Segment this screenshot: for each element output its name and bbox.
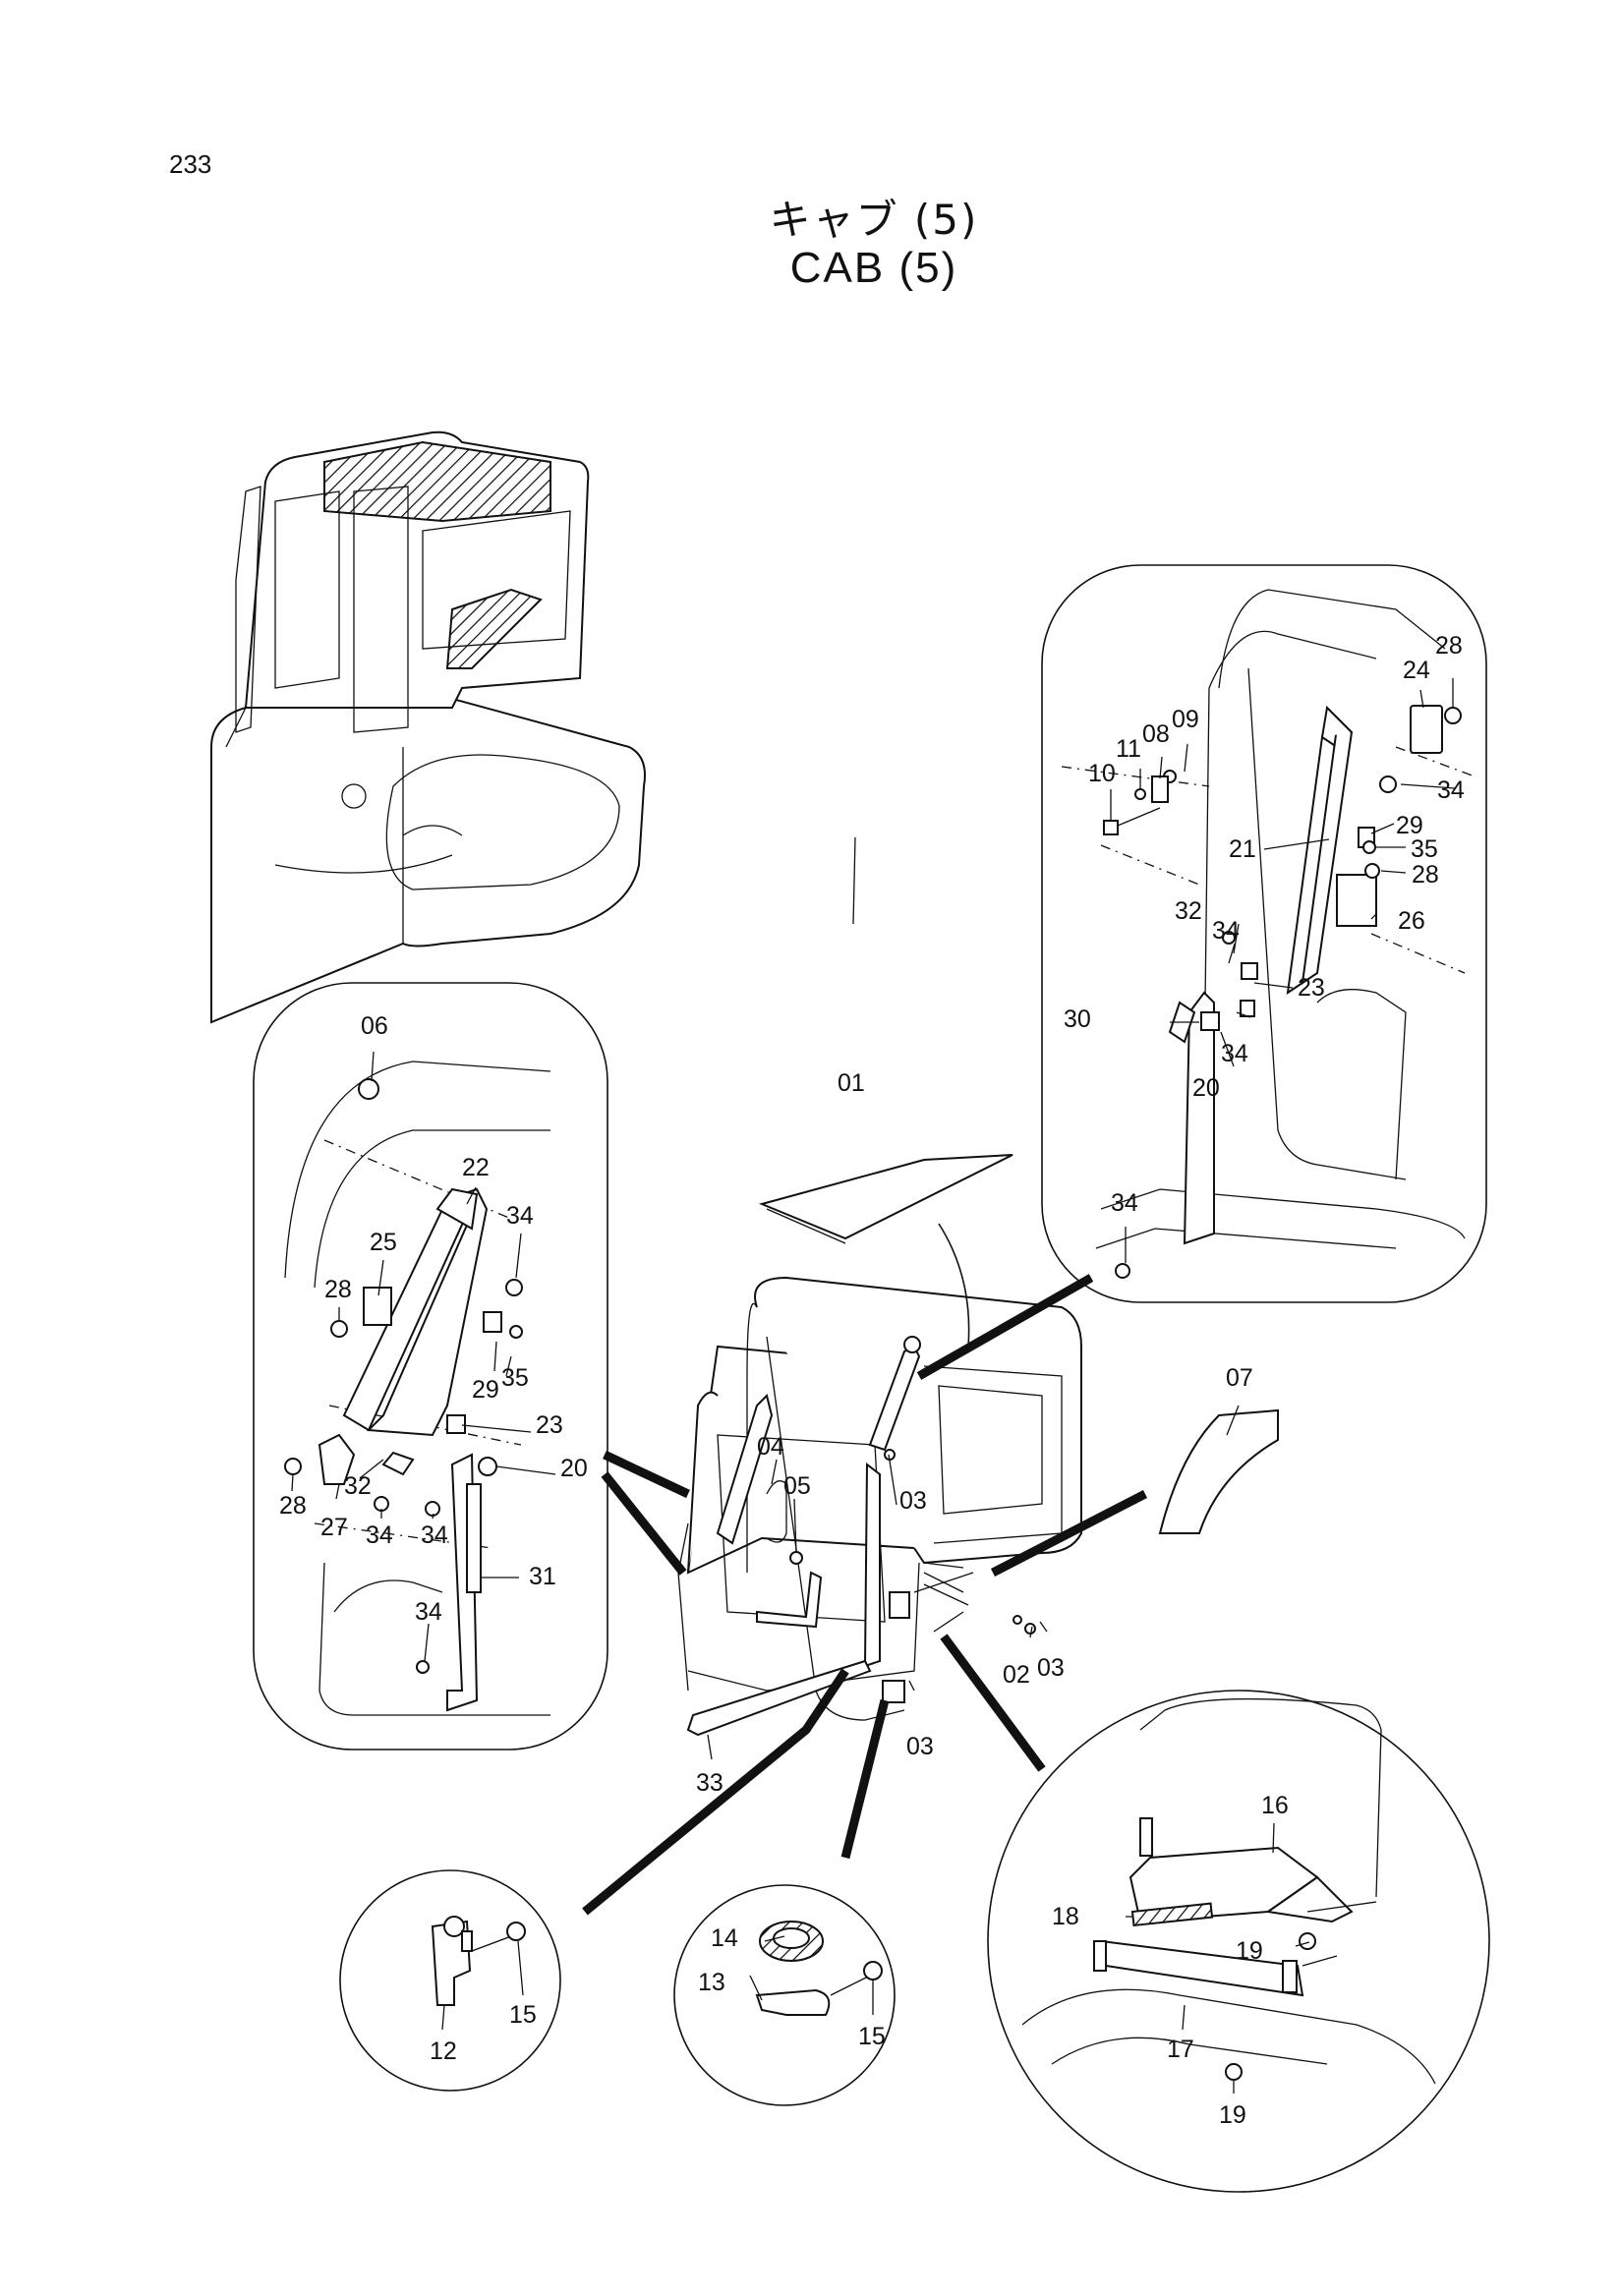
callout-34c: 34 xyxy=(421,1521,448,1549)
title-english: CAB (5) xyxy=(789,244,958,292)
callout-34c: 34 xyxy=(1221,1040,1248,1067)
detail-bottom-middle xyxy=(673,1884,896,2106)
main-cab-assembly xyxy=(677,1276,1082,1737)
callout-34d: 34 xyxy=(415,1598,442,1626)
overview-cab-illustration xyxy=(210,430,646,1024)
callout-16: 16 xyxy=(1261,1792,1289,1819)
callout-34b: 34 xyxy=(366,1521,393,1549)
callout-03b: 03 xyxy=(1037,1654,1065,1682)
callouts-bottom: 15 12 14 13 15 16 18 19 17 19 xyxy=(430,1792,1289,2129)
callouts-upper-right: 28 24 09 08 11 10 34 29 35 21 28 26 32 3… xyxy=(1064,632,1465,1217)
callout-25: 25 xyxy=(370,1229,397,1256)
page-number: 233 xyxy=(169,149,212,179)
callout-31: 31 xyxy=(529,1563,556,1590)
callout-29: 29 xyxy=(1396,812,1423,839)
callout-06: 06 xyxy=(361,1012,388,1040)
callout-29: 29 xyxy=(472,1376,499,1404)
detail-bottom-right xyxy=(987,1690,1490,2193)
callout-02: 02 xyxy=(1003,1661,1030,1689)
callout-17: 17 xyxy=(1167,2036,1194,2063)
callout-05: 05 xyxy=(783,1472,811,1500)
callout-34: 34 xyxy=(1437,776,1465,804)
callout-10: 10 xyxy=(1088,760,1116,787)
callout-13: 13 xyxy=(698,1969,725,1996)
callout-19b: 19 xyxy=(1219,2101,1246,2129)
callout-07: 07 xyxy=(1226,1364,1253,1392)
callout-20: 20 xyxy=(560,1455,588,1482)
callouts-main: 01 07 04 05 03 02 03 03 33 xyxy=(696,1069,1253,1797)
callout-14: 14 xyxy=(711,1924,738,1952)
callout-18: 18 xyxy=(1052,1903,1079,1930)
detail-upper-right xyxy=(1041,564,1487,1303)
callout-01: 01 xyxy=(838,1069,865,1097)
callout-35: 35 xyxy=(501,1364,529,1392)
callouts-left: 06 22 34 25 28 29 35 23 20 28 32 27 34 3… xyxy=(279,1012,588,1626)
callout-23: 23 xyxy=(1298,974,1325,1002)
callout-03: 03 xyxy=(899,1487,927,1515)
part-01-plate xyxy=(758,1154,1013,1240)
callout-33: 33 xyxy=(696,1769,723,1797)
callout-22: 22 xyxy=(462,1154,490,1181)
callout-15: 15 xyxy=(509,2001,537,2029)
callout-34b: 34 xyxy=(1212,917,1240,945)
callout-21: 21 xyxy=(1229,835,1256,863)
callout-23: 23 xyxy=(536,1411,563,1439)
callout-19: 19 xyxy=(1236,1937,1263,1965)
callout-15b: 15 xyxy=(858,2023,886,2050)
detail-bottom-left xyxy=(339,1869,561,2092)
callout-32: 32 xyxy=(344,1472,372,1500)
callout-28: 28 xyxy=(324,1276,352,1303)
callout-28: 28 xyxy=(1435,632,1463,660)
callout-32: 32 xyxy=(1175,897,1202,925)
callout-09: 09 xyxy=(1172,706,1199,733)
callout-28b: 28 xyxy=(279,1492,307,1520)
callout-03c: 03 xyxy=(906,1733,934,1760)
detail-left xyxy=(253,982,608,1751)
callout-34d: 34 xyxy=(1111,1189,1138,1217)
callout-26: 26 xyxy=(1398,907,1425,935)
callout-20: 20 xyxy=(1192,1074,1220,1102)
callout-12: 12 xyxy=(430,2038,457,2065)
title-japanese: キャブ (5) xyxy=(769,196,979,244)
callout-35: 35 xyxy=(1411,835,1438,863)
callout-04: 04 xyxy=(757,1433,784,1461)
callout-24: 24 xyxy=(1403,657,1430,684)
callout-28b: 28 xyxy=(1412,861,1439,889)
callout-30: 30 xyxy=(1064,1005,1091,1033)
part-07-pad xyxy=(1158,1408,1279,1534)
connector-lines xyxy=(582,1274,1148,1916)
callout-27: 27 xyxy=(320,1514,348,1541)
callout-08: 08 xyxy=(1142,720,1170,748)
leader-lines xyxy=(291,678,1456,2094)
callout-34: 34 xyxy=(506,1202,534,1230)
callout-11: 11 xyxy=(1116,735,1141,763)
